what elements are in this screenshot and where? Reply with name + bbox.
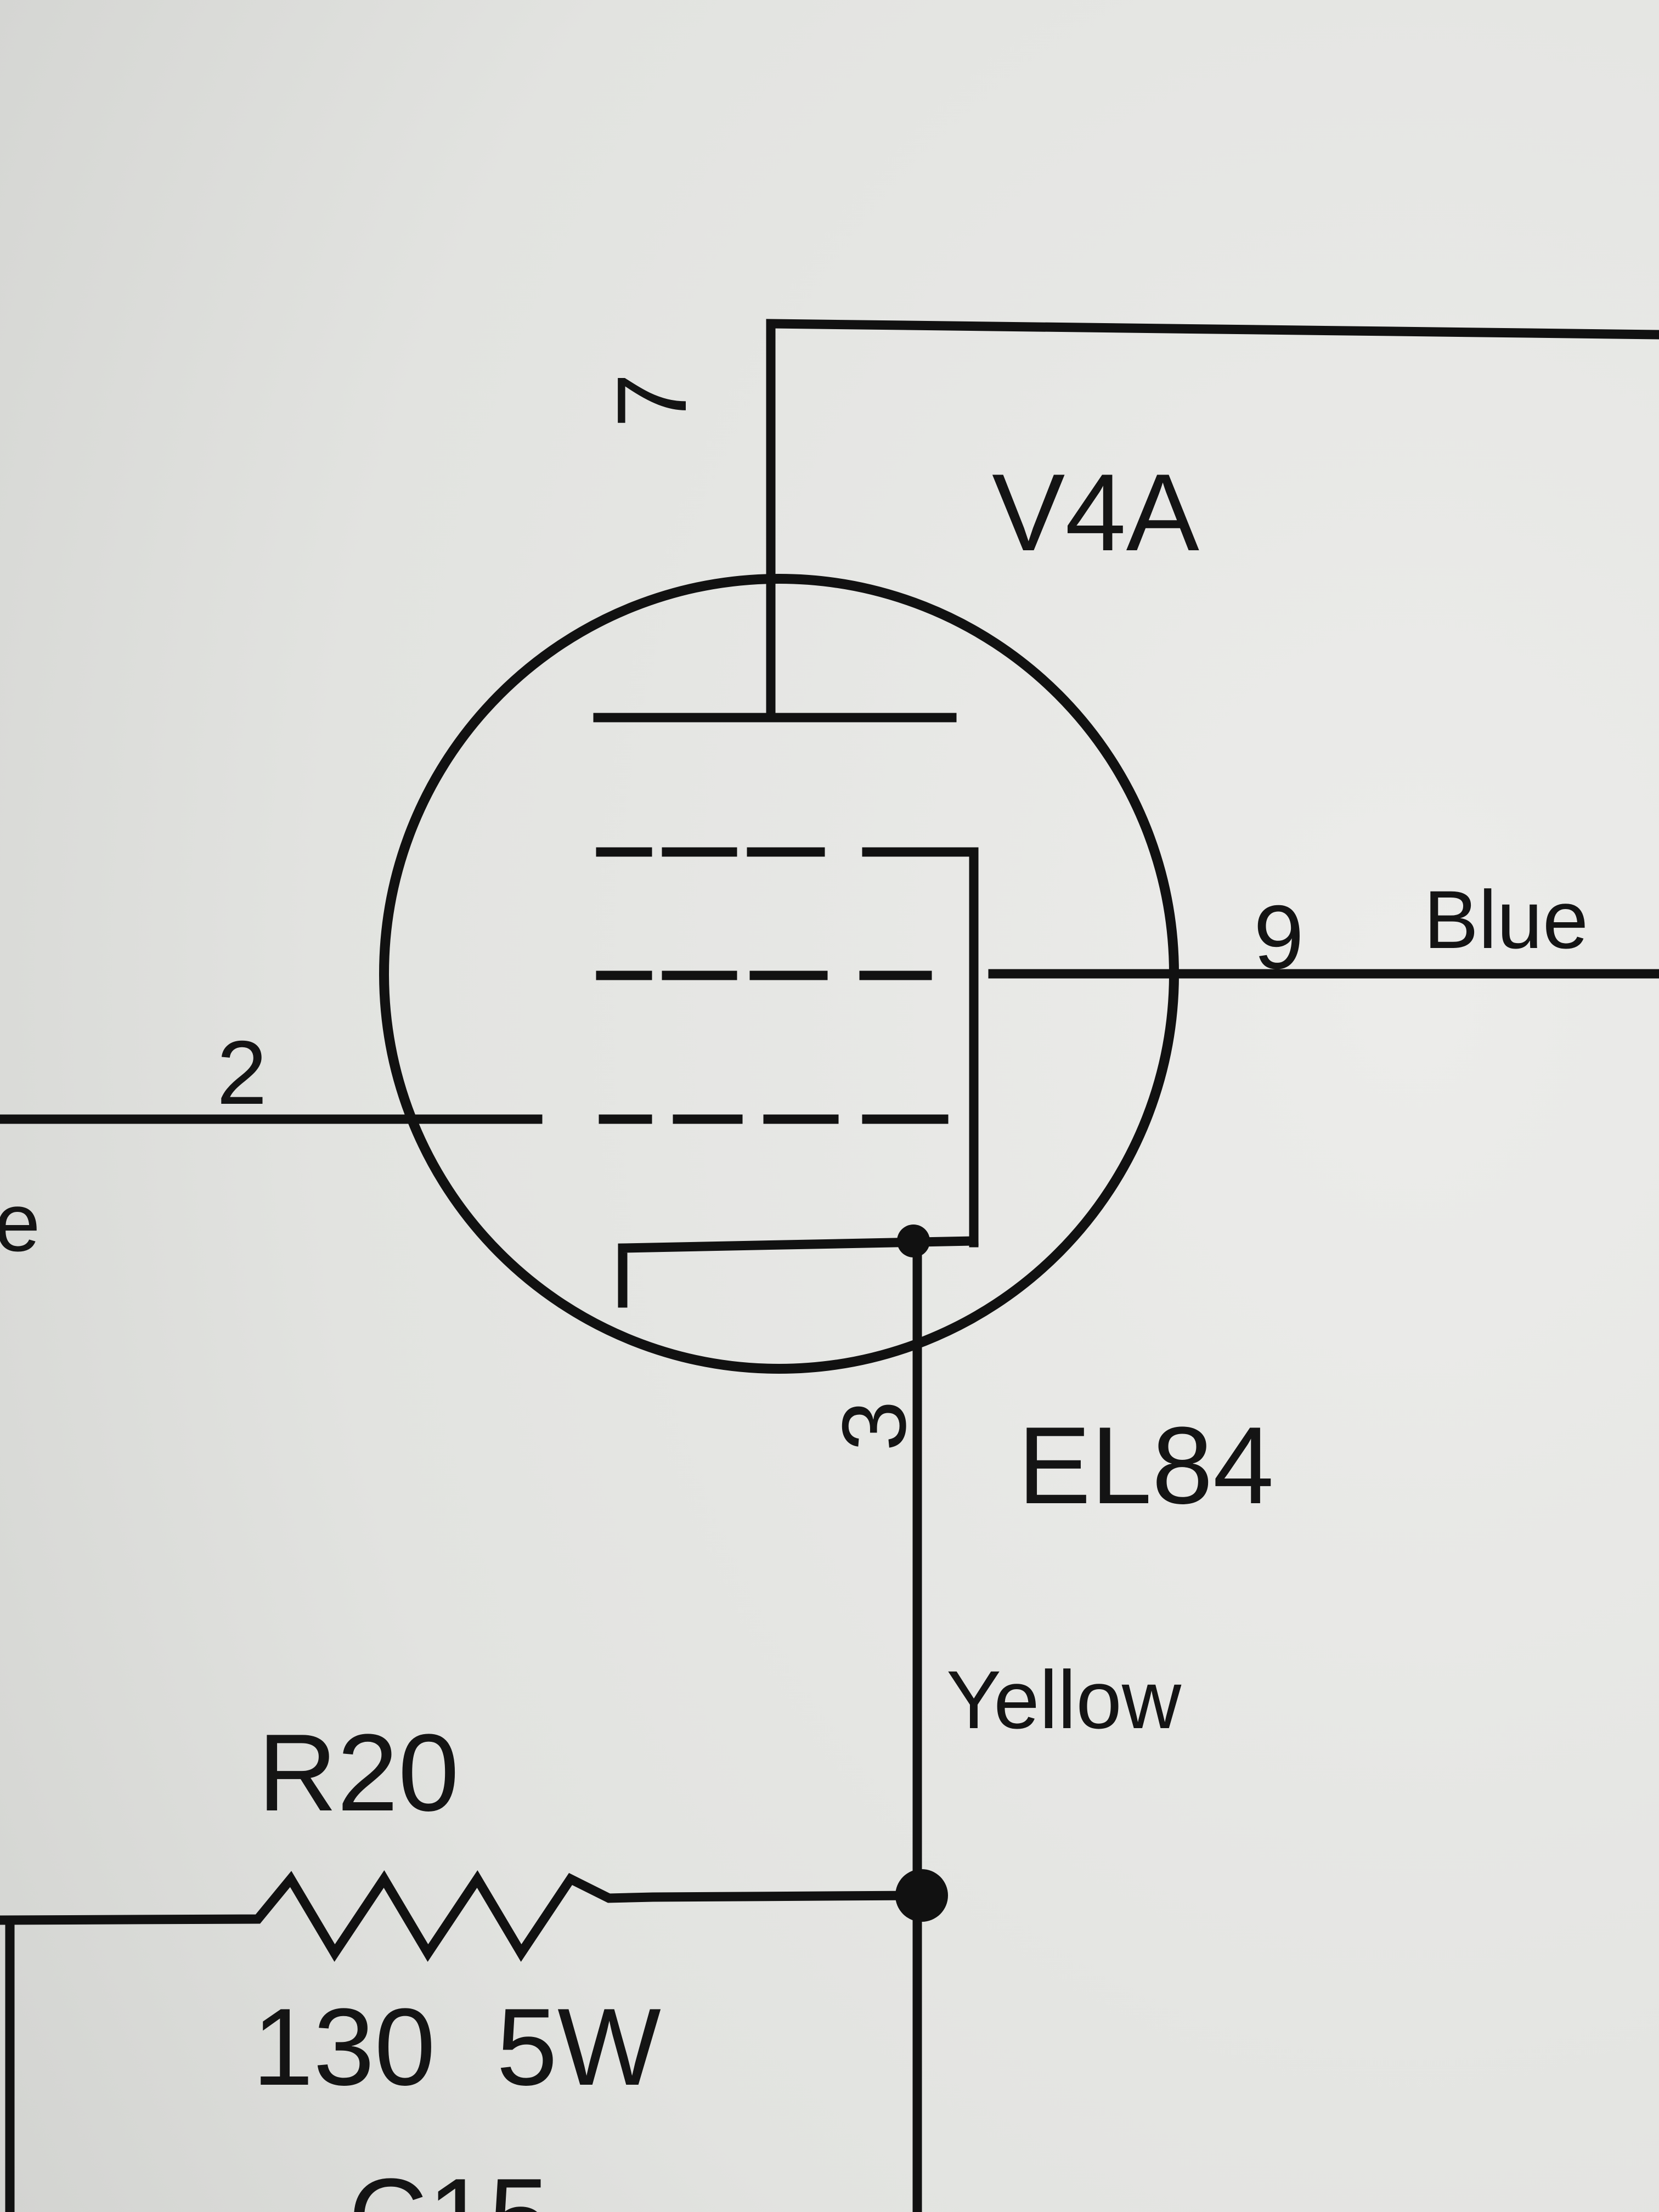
pin-grid-label: 2	[217, 1022, 267, 1123]
screen-wire-color: Blue	[1424, 873, 1588, 966]
resistor-r20	[0, 1870, 922, 1962]
resistor-value: 130 5W	[252, 1986, 661, 2108]
tube-type: EL84	[1018, 1404, 1274, 1527]
resistor-designator: R20	[258, 1712, 459, 1834]
cathode-wire-color: Yellow	[946, 1654, 1182, 1746]
left-partial-label: e	[0, 1176, 40, 1268]
tube-designator: V4A	[992, 452, 1200, 574]
pin-plate-label: 7	[597, 373, 707, 428]
capacitor-designator-partial: C15	[348, 2156, 550, 2212]
cathode-electrode	[618, 1236, 979, 1308]
pin-cathode-label: 3	[823, 1401, 924, 1451]
resistor-junction-dot	[895, 1869, 948, 1922]
pin-screen-label: 9	[1254, 887, 1304, 988]
